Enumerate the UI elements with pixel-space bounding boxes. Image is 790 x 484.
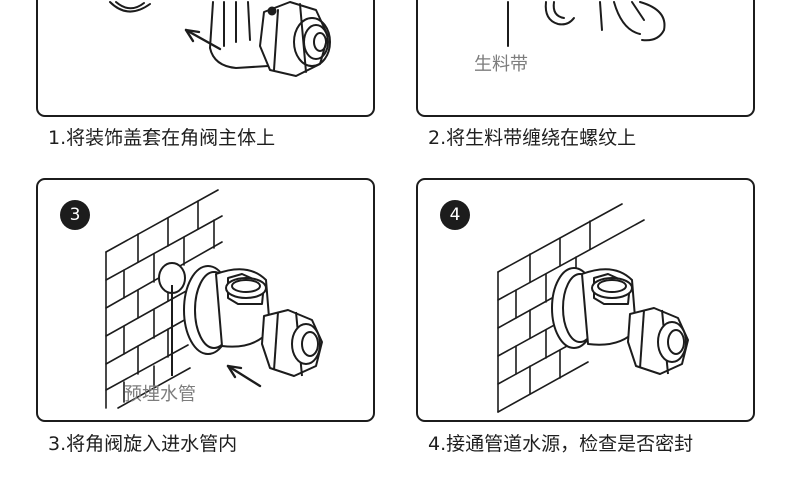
direction-arrow-icon (226, 364, 262, 388)
angle-valve (183, 265, 323, 377)
step-3-badge: 3 (60, 200, 90, 230)
step-4-badge: 4 (440, 200, 470, 230)
step-2-panel: 生料带 (416, 0, 755, 117)
direction-arrow-icon (184, 28, 222, 51)
embedded-pipe-label: 预埋水管 (124, 384, 196, 405)
marker-dot (267, 6, 277, 16)
step-1-caption: 1.将装饰盖套在角阀主体上 (48, 127, 276, 149)
step-3-panel: 3 预埋水管 (36, 178, 375, 422)
step-4-panel: 4 (416, 178, 755, 422)
thread-tape-label: 生料带 (474, 54, 528, 75)
step-3-illustration (105, 189, 323, 409)
step-3-caption: 3.将角阀旋入进水管内 (48, 433, 238, 455)
step-1-illustration (109, 1, 331, 77)
step-2-caption: 2.将生料带缠绕在螺纹上 (428, 127, 637, 149)
step-4-illustration (497, 203, 689, 413)
angle-valve (551, 267, 689, 375)
step-4-caption: 4.接通管道水源，检查是否密封 (428, 433, 694, 455)
step-1-panel (36, 0, 375, 117)
step-2-illustration (507, 1, 666, 47)
